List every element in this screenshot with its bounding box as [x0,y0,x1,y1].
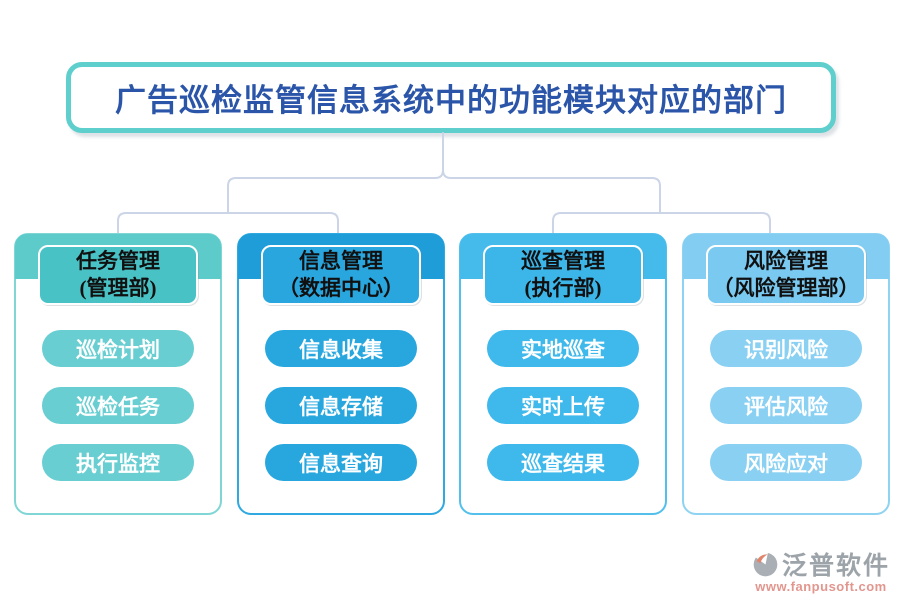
feature-pill: 信息收集 [265,330,417,367]
connector-bracket-right [552,212,771,234]
feature-pill: 执行监控 [42,444,194,481]
card-header-box: 巡查管理 (执行部) [483,245,643,305]
department-name: （数据中心） [278,276,404,300]
module-card-patrol-management: 巡查管理 (执行部) 实地巡查 实时上传 巡查结果 [459,233,667,515]
connector-root-left [227,132,444,214]
feature-label: 巡检任务 [76,394,160,419]
feature-pill: 识别风险 [710,330,862,367]
feature-pill: 评估风险 [710,387,862,424]
feature-label: 实地巡查 [521,337,605,362]
feature-pill: 信息查询 [265,444,417,481]
fanpu-logo-icon [753,551,778,576]
department-name: (执行部) [524,276,602,300]
feature-label: 信息存储 [299,394,383,419]
feature-pill: 实地巡查 [487,330,639,367]
watermark-url: www.fanpusoft.com [755,579,887,594]
watermark: 泛普软件 www.fanpusoft.com [752,546,890,594]
feature-label: 信息查询 [299,451,383,476]
feature-label: 评估风险 [744,394,828,419]
feature-label: 识别风险 [744,337,828,362]
diagram-title: 广告巡检监管信息系统中的功能模块对应的部门 [115,83,787,118]
feature-label: 实时上传 [521,394,605,419]
card-header-box: 任务管理 (管理部) [38,245,198,305]
watermark-brand: 泛普软件 [781,553,890,580]
card-header-box: 信息管理 （数据中心） [261,245,421,305]
connector-bracket-left [117,212,339,234]
feature-pill: 巡检任务 [42,387,194,424]
department-name: (管理部) [79,276,157,300]
department-name: （风险管理部） [712,276,860,300]
diagram-title-box: 广告巡检监管信息系统中的功能模块对应的部门 [66,62,836,133]
module-card-information-management: 信息管理 （数据中心） 信息收集 信息存储 信息查询 [237,233,445,515]
feature-pill: 实时上传 [487,387,639,424]
feature-pill: 巡查结果 [487,444,639,481]
module-name: 信息管理 [299,249,383,273]
module-name: 巡查管理 [521,249,605,273]
module-name: 风险管理 [744,249,828,273]
feature-label: 执行监控 [76,451,160,476]
connector-root-right [442,169,661,214]
feature-label: 风险应对 [744,451,828,476]
module-card-task-management: 任务管理 (管理部) 巡检计划 巡检任务 执行监控 [14,233,222,515]
feature-label: 信息收集 [299,337,383,362]
feature-pill: 巡检计划 [42,330,194,367]
feature-pill: 风险应对 [710,444,862,481]
module-name: 任务管理 [76,249,160,273]
module-card-risk-management: 风险管理 （风险管理部） 识别风险 评估风险 风险应对 [682,233,890,515]
feature-pill: 信息存储 [265,387,417,424]
feature-label: 巡检计划 [76,337,160,362]
feature-label: 巡查结果 [521,451,605,476]
card-header-box: 风险管理 （风险管理部） [706,245,866,305]
